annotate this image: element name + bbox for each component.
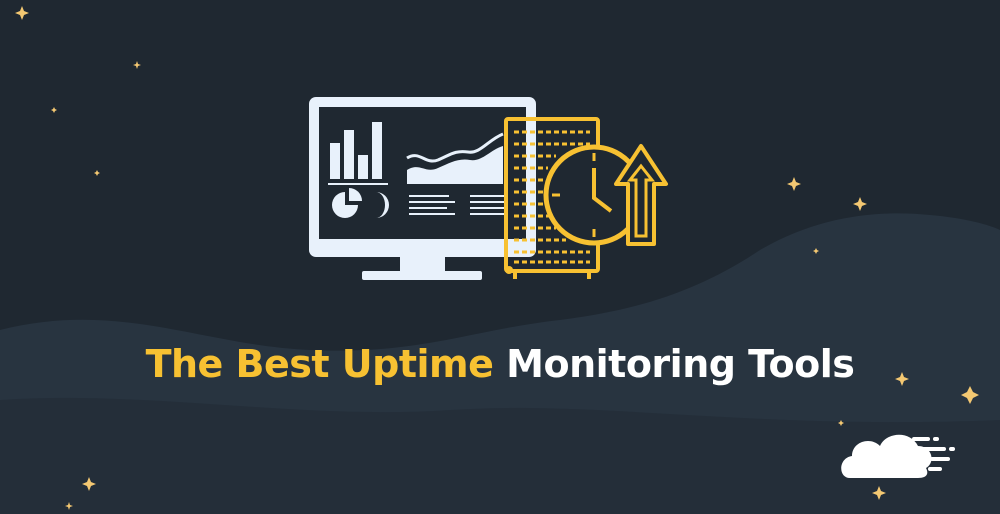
sparkle-icon	[853, 197, 867, 211]
sparkle-icon	[15, 6, 29, 20]
background-wave-lower	[0, 397, 1000, 514]
sparkle-icon	[94, 170, 100, 176]
up-arrow-icon	[614, 144, 668, 246]
sparkle-icon	[872, 486, 886, 500]
sparkle-icon	[895, 372, 909, 386]
headline-highlight: The Best Uptime	[145, 342, 494, 386]
sparkle-icon	[838, 420, 844, 426]
monitor-dashboard-icon	[309, 97, 536, 280]
sparkle-icon	[787, 177, 801, 191]
sparkle-icon	[51, 107, 57, 113]
sparkles	[15, 6, 979, 510]
sparkle-icon	[133, 61, 141, 69]
page-title: The Best Uptime Monitoring Tools	[0, 342, 1000, 386]
sparkle-icon	[82, 477, 96, 491]
sparkle-icon	[65, 502, 73, 510]
sparkle-icon	[813, 248, 819, 254]
sparkle-icon	[961, 386, 979, 404]
headline-rest: Monitoring Tools	[506, 342, 855, 386]
cloud-logo-icon	[841, 434, 955, 478]
